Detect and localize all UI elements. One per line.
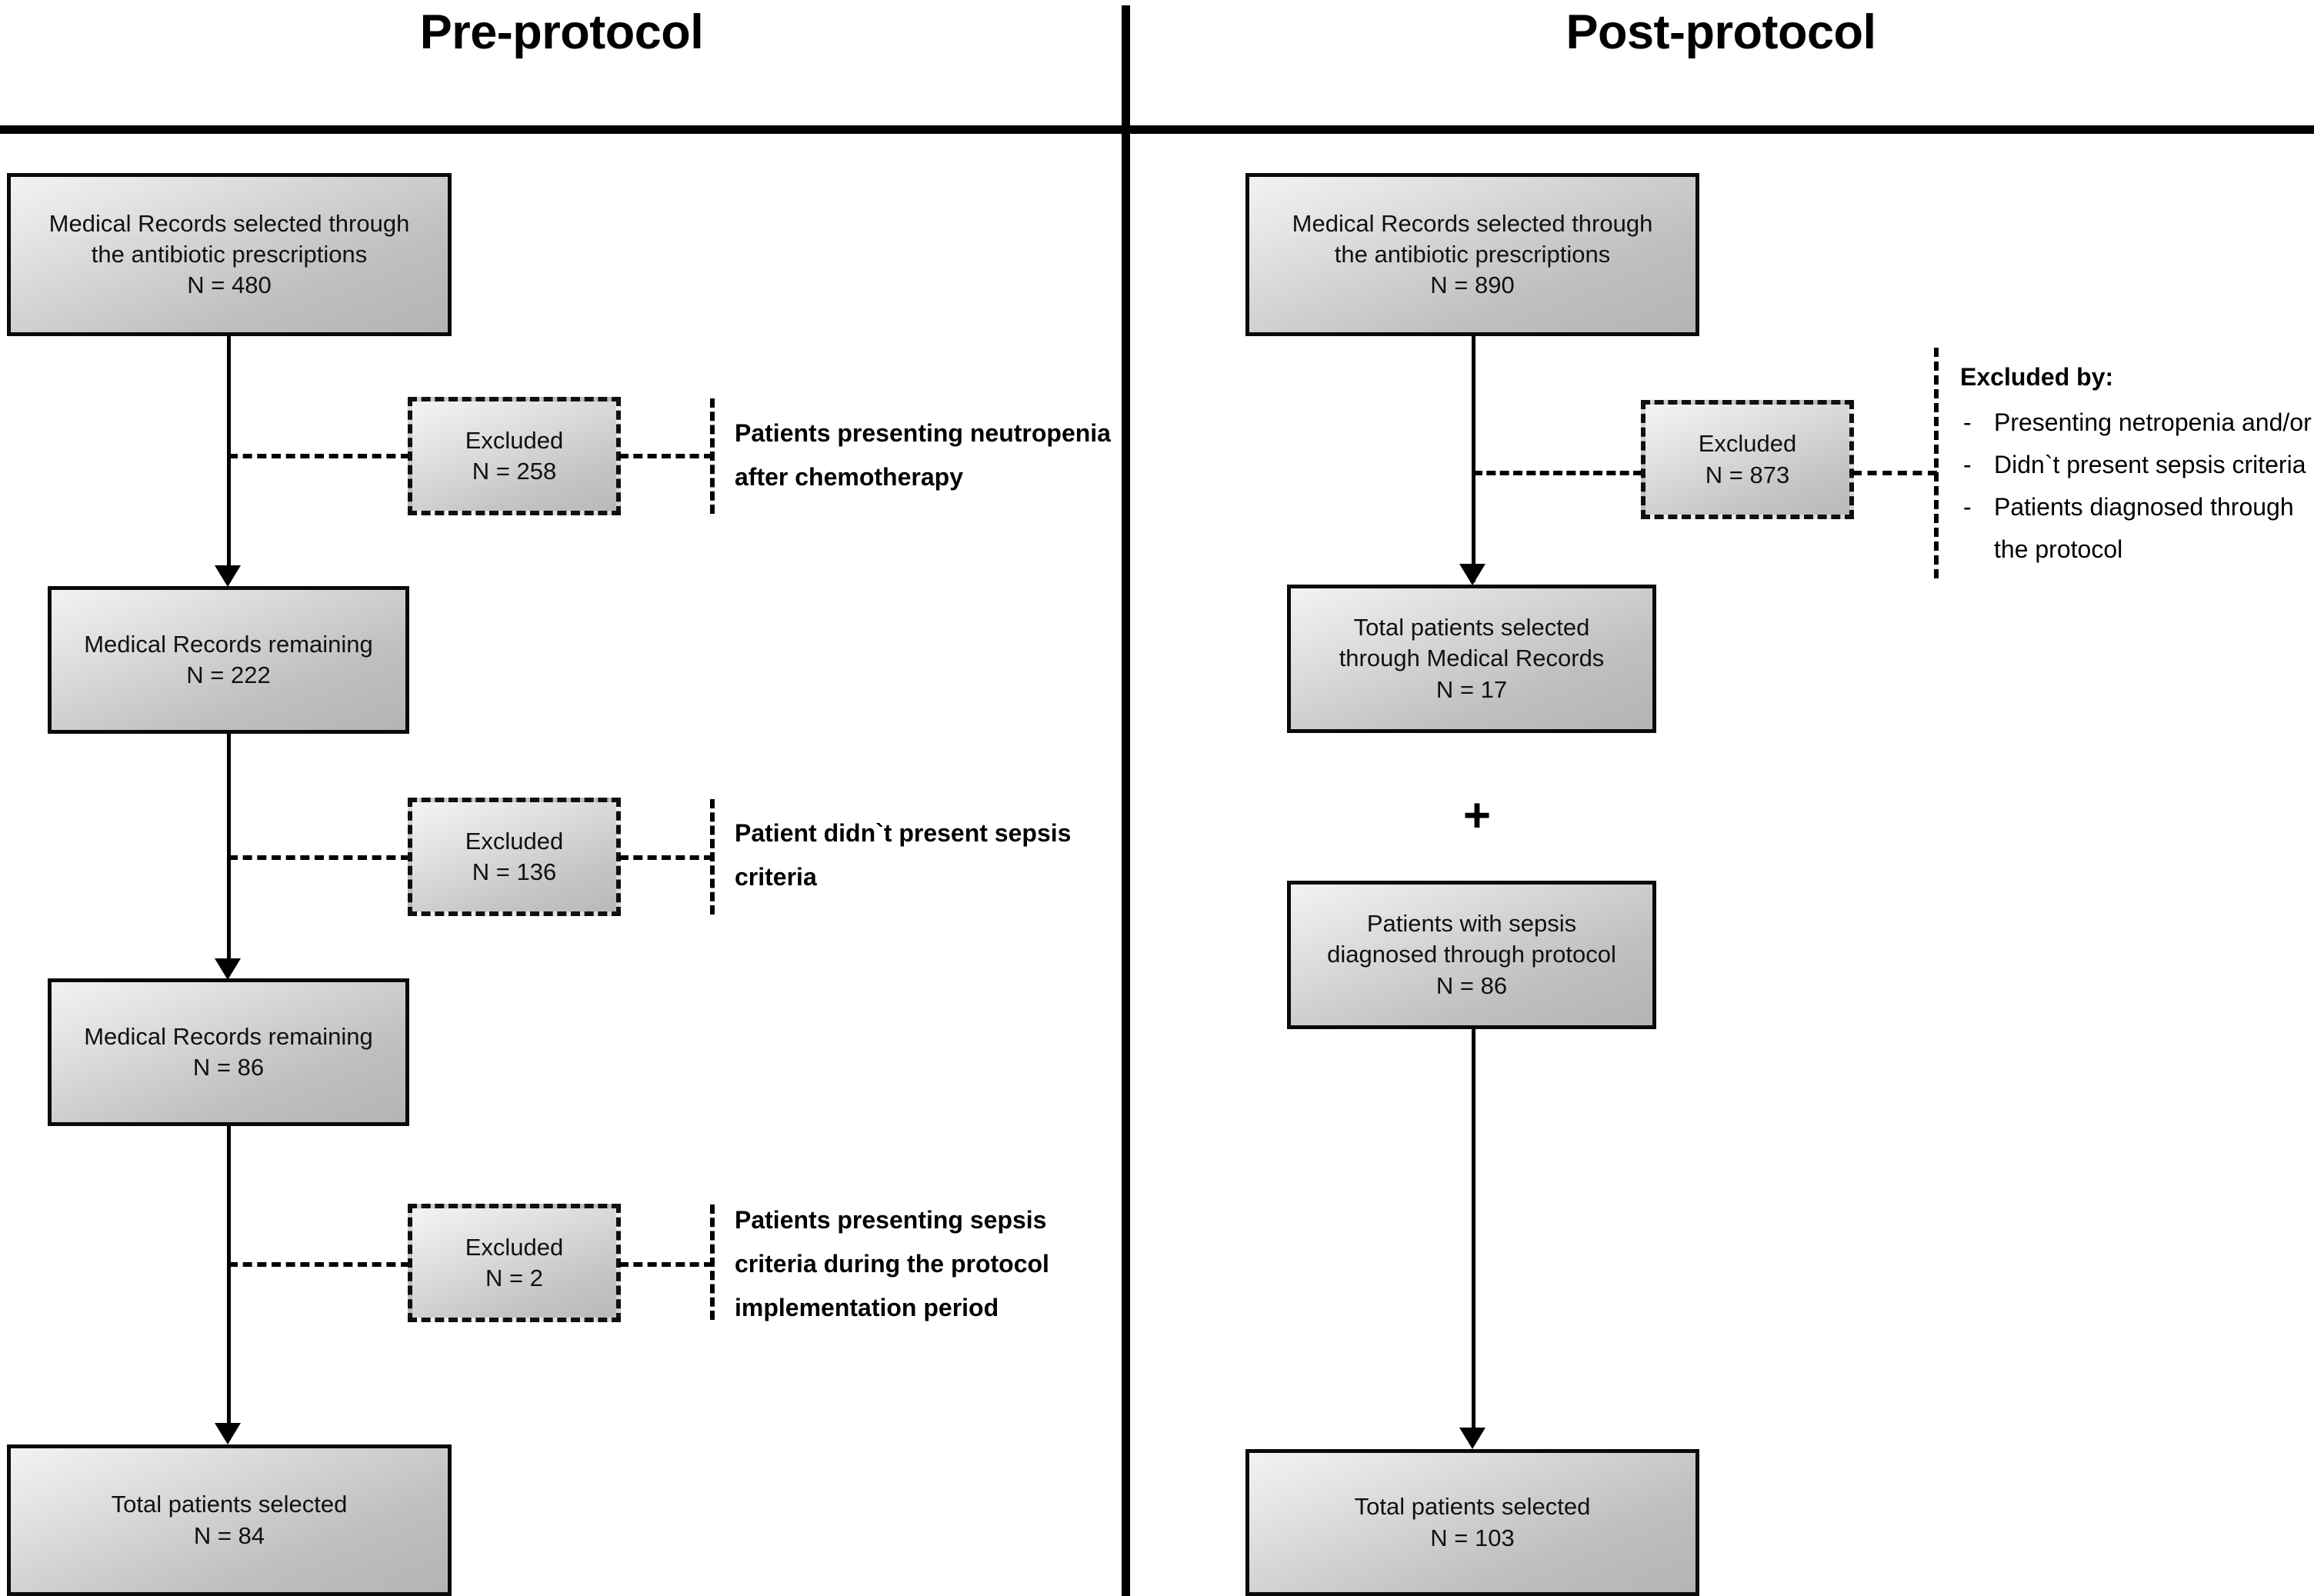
box-line-1: Total patients selected bbox=[111, 1491, 348, 1518]
connector-pre-3 bbox=[227, 1126, 231, 1440]
flow-box-post-total: Total patients selected N = 103 bbox=[1245, 1449, 1699, 1596]
annotation-line: after chemotherapy bbox=[735, 462, 963, 491]
dashed-branch-pre-2 bbox=[228, 855, 410, 860]
excluded-by-title: Excluded by: bbox=[1960, 363, 2114, 391]
connector-pre-1 bbox=[227, 336, 231, 582]
excluded-label: Excluded bbox=[465, 1233, 564, 1261]
excluded-by-item: - Patients diagnosed through bbox=[1960, 486, 2312, 528]
box-line-2: N = 84 bbox=[193, 1521, 265, 1549]
box-line-2: through Medical Records bbox=[1339, 645, 1605, 672]
page-title-pre-protocol: Pre-protocol bbox=[419, 5, 704, 59]
annotation-line: criteria during the protocol bbox=[735, 1249, 1049, 1278]
plus-operator-icon: + bbox=[1462, 789, 1492, 842]
header-divider-rule bbox=[0, 125, 2314, 134]
box-line-3: N = 17 bbox=[1435, 675, 1508, 703]
box-line-2: N = 103 bbox=[1430, 1524, 1515, 1551]
excluded-count: N = 258 bbox=[472, 458, 557, 485]
annotation-line: Patients presenting sepsis bbox=[735, 1206, 1047, 1234]
flow-box-pre-source: Medical Records selected through the ant… bbox=[7, 173, 452, 336]
excluded-by-item-continuation: the protocol bbox=[1994, 535, 2123, 564]
excluded-label: Excluded bbox=[1698, 430, 1797, 458]
box-line-3: N = 480 bbox=[187, 272, 272, 299]
page-title-post-protocol: Post-protocol bbox=[1565, 5, 1876, 59]
bullet-dash-icon: - bbox=[1963, 408, 1972, 437]
box-line-2: the antibiotic prescriptions bbox=[91, 240, 368, 268]
arrowhead-post-2 bbox=[1459, 1428, 1485, 1449]
dashed-link-pre-1 bbox=[619, 454, 713, 458]
box-line-1: Patients with sepsis bbox=[1366, 910, 1577, 938]
connector-post-1 bbox=[1472, 336, 1475, 582]
box-line-1: Total patients selected bbox=[1353, 614, 1590, 641]
connector-post-2 bbox=[1472, 1029, 1475, 1444]
excluded-by-item-text: Patients diagnosed through bbox=[1994, 493, 2294, 521]
excluded-by-item-text: Didn`t present sepsis criteria bbox=[1994, 451, 2306, 479]
annotation-pre-1: Patients presenting neutropenia after ch… bbox=[735, 411, 1111, 499]
flow-box-post-source: Medical Records selected through the ant… bbox=[1245, 173, 1699, 336]
annotation-line: Patient didn`t present sepsis bbox=[735, 819, 1072, 847]
excluded-count: N = 2 bbox=[485, 1264, 543, 1291]
bullet-dash-icon: - bbox=[1963, 451, 1972, 479]
excluded-box-pre-2: Excluded N = 136 bbox=[408, 798, 621, 916]
annotation-line: Patients presenting neutropenia bbox=[735, 419, 1111, 447]
box-line-3: N = 86 bbox=[1435, 971, 1508, 999]
excluded-box-pre-1: Excluded N = 258 bbox=[408, 397, 621, 515]
annotation-line: criteria bbox=[735, 862, 817, 891]
arrowhead-post-1 bbox=[1459, 564, 1485, 585]
dashed-branch-pre-1 bbox=[228, 454, 410, 458]
dashed-link-pre-2 bbox=[619, 855, 713, 860]
annotation-pre-3: Patients presenting sepsis criteria duri… bbox=[735, 1198, 1049, 1330]
connector-pre-2 bbox=[227, 734, 231, 975]
annotation-pre-2: Patient didn`t present sepsis criteria bbox=[735, 811, 1071, 899]
box-line-1: Medical Records selected through bbox=[1292, 209, 1653, 237]
dashed-tick-pre-1 bbox=[710, 398, 715, 514]
box-line-2: diagnosed through protocol bbox=[1327, 941, 1616, 968]
excluded-by-item: - Presenting netropenia and/or bbox=[1960, 401, 2312, 444]
excluded-box-post-1: Excluded N = 873 bbox=[1641, 400, 1854, 519]
excluded-count: N = 873 bbox=[1705, 461, 1790, 488]
excluded-label: Excluded bbox=[465, 827, 564, 855]
excluded-count: N = 136 bbox=[472, 858, 557, 885]
dashed-branch-pre-3 bbox=[228, 1262, 410, 1267]
box-line-1: Medical Records selected through bbox=[48, 209, 410, 237]
box-line-1: Medical Records remaining bbox=[84, 630, 373, 658]
dashed-link-pre-3 bbox=[619, 1262, 713, 1267]
dashed-tick-pre-3 bbox=[710, 1204, 715, 1320]
bullet-dash-icon: - bbox=[1963, 493, 1972, 521]
box-line-1: Medical Records remaining bbox=[84, 1022, 373, 1050]
box-line-3: N = 890 bbox=[1430, 272, 1515, 299]
annotation-line: implementation period bbox=[735, 1293, 999, 1321]
dashed-link-post-1 bbox=[1852, 471, 1937, 475]
arrowhead-pre-2 bbox=[215, 958, 241, 980]
column-divider-rule bbox=[1122, 5, 1130, 1596]
arrowhead-pre-1 bbox=[215, 565, 241, 587]
box-line-2: the antibiotic prescriptions bbox=[1334, 240, 1611, 268]
excluded-box-pre-3: Excluded N = 2 bbox=[408, 1204, 621, 1322]
flow-box-post-protocol-dx: Patients with sepsis diagnosed through p… bbox=[1287, 881, 1656, 1029]
box-line-1: Total patients selected bbox=[1354, 1493, 1591, 1521]
box-line-2: N = 222 bbox=[186, 661, 271, 688]
excluded-label: Excluded bbox=[465, 426, 564, 454]
excluded-by-list: Excluded by: - Presenting netropenia and… bbox=[1960, 356, 2312, 571]
dashed-tick-post-1 bbox=[1934, 348, 1939, 578]
arrowhead-pre-3 bbox=[215, 1423, 241, 1444]
excluded-by-item-text: Presenting netropenia and/or bbox=[1994, 408, 2312, 437]
dashed-tick-pre-2 bbox=[710, 799, 715, 915]
box-line-2: N = 86 bbox=[192, 1054, 265, 1081]
flow-box-pre-remaining-1: Medical Records remaining N = 222 bbox=[48, 586, 409, 734]
flow-box-post-records: Total patients selected through Medical … bbox=[1287, 585, 1656, 733]
flow-box-pre-remaining-2: Medical Records remaining N = 86 bbox=[48, 978, 409, 1126]
flow-box-pre-total: Total patients selected N = 84 bbox=[7, 1444, 452, 1596]
excluded-by-item: - Didn`t present sepsis criteria bbox=[1960, 444, 2312, 486]
dashed-branch-post-1 bbox=[1473, 471, 1642, 475]
